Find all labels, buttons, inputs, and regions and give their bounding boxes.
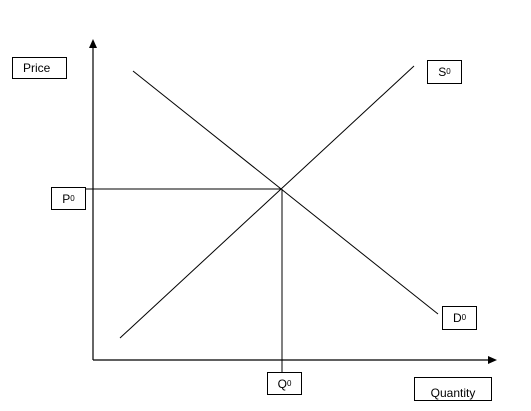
quantity-label-text: Quantity <box>430 386 476 400</box>
supply-curve <box>119 65 415 339</box>
price-axis-arrowhead <box>89 39 97 48</box>
supply-label-letter: S <box>438 65 447 79</box>
price-label-text: Price <box>23 61 51 75</box>
quantity-eq-label-subscript: 0 <box>286 378 292 388</box>
price-eq-label-letter: P <box>62 191 71 206</box>
price-axis-label: Price <box>12 57 67 79</box>
price-eq-label-subscript: 0 <box>70 193 75 203</box>
demand-label-subscript: 0 <box>461 313 467 322</box>
supply-label-subscript: 0 <box>446 67 451 76</box>
quantity-eq-label-letter: Q <box>277 376 287 391</box>
demand-label-letter: D <box>452 311 462 325</box>
quantity-axis-arrowhead <box>488 356 497 364</box>
demand-curve <box>132 70 439 315</box>
quantity-axis-label: Quantity <box>414 377 492 401</box>
